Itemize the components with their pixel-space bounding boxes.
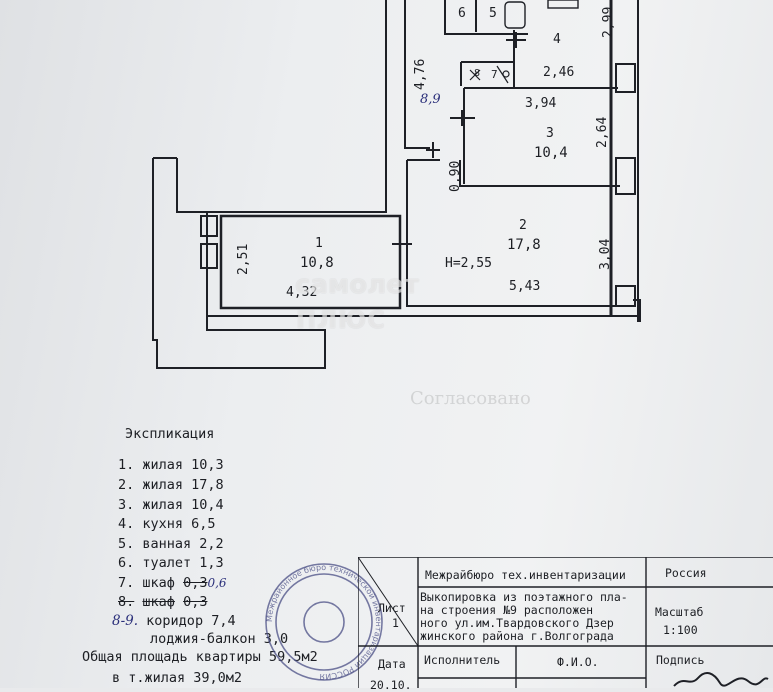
scale-label: Масштаб	[655, 605, 704, 619]
executor-label: Исполнитель	[424, 653, 501, 667]
room-4-label: 4	[553, 32, 561, 47]
ghost-heading: Согласовано	[410, 388, 531, 409]
date-label: Дата	[378, 657, 406, 671]
signature-label: Подпись	[656, 653, 705, 667]
dim-2-99: 2,99	[601, 6, 616, 38]
watermark-line1: самолет	[295, 270, 419, 300]
sheet-label: Лист	[378, 601, 406, 615]
dim-2-64: 2,64	[595, 116, 610, 148]
fio-label: Ф.И.О.	[557, 655, 599, 669]
dim-4-76: 4,76	[413, 58, 428, 90]
room-1-area: 10,8	[300, 255, 334, 271]
living-area: в т.жилая 39,0м2	[112, 670, 243, 686]
dim-5-43: 5,43	[509, 279, 541, 294]
dim-2-51: 2,51	[236, 243, 251, 275]
dim-2-46: 2,46	[543, 65, 575, 80]
room-1-label: 1	[315, 236, 323, 251]
explication-item: 7. шкаф 0,30,6	[118, 575, 227, 591]
room-2-area: 17,8	[507, 237, 541, 253]
country-label: Россия	[665, 566, 707, 580]
title-block-grid	[358, 557, 773, 688]
explication-item: 4. кухня 6,5	[118, 516, 216, 532]
closet-6-label: 6	[458, 6, 466, 21]
explication-item: 2. жилая 17,8	[118, 477, 224, 493]
room-2-label: 2	[519, 218, 527, 233]
explication-item: 6. туалет 1,3	[118, 555, 224, 571]
explication-item: 1. жилая 10,3	[118, 457, 224, 473]
handwritten-signature	[673, 671, 769, 687]
dim-3-04: 3,04	[598, 238, 613, 270]
handwritten-8-9: 8,9	[420, 92, 441, 107]
ceiling-height: Н=2,55	[445, 256, 492, 271]
org-name: Межрайбюро тех.инвентаризации	[425, 568, 626, 582]
dim-4-32: 4,32	[286, 285, 318, 300]
explication-title: Экспликация	[125, 426, 215, 442]
room-3-area: 10,4	[534, 145, 568, 161]
dim-3-94: 3,94	[525, 96, 557, 111]
explication-item: 5. ванная 2,2	[118, 536, 224, 552]
description-line: ного ул.им.Твардовского Дзер	[420, 616, 614, 630]
sheet-number: 1	[392, 616, 399, 630]
room-3-label: 3	[546, 126, 554, 141]
title-block: Межрайбюро тех.инвентаризации Россия Лис…	[358, 557, 773, 692]
floor-plan	[152, 0, 641, 369]
explication-item: лоджия-балкон 3,0	[150, 631, 289, 647]
description-line: жинского района г.Волгограда	[420, 629, 614, 643]
explication-item: 8-9. коридор 7,4	[112, 613, 236, 629]
explication-item: 3. жилая 10,4	[118, 497, 224, 513]
round-seal: Межрайонное бюро технической инвентариза…	[265, 563, 383, 681]
total-area: Общая площадь квартиры 59,5м2	[82, 649, 318, 665]
scale-value: 1:100	[663, 623, 698, 637]
closet-5-label: 5	[489, 6, 497, 21]
closet-8-label: 8	[474, 68, 481, 79]
watermark-line2: ПЛЮС	[296, 306, 386, 334]
date-value: 20.10.	[370, 678, 412, 692]
closet-7-label: 7	[491, 68, 498, 81]
description-line: Выкопировка из поэтажного пла-	[420, 590, 628, 604]
explication-item: 8. шкаф 0,3	[118, 594, 208, 610]
dim-0-90: 0,90	[448, 160, 463, 192]
description-line: на строения №9 расположен	[420, 603, 594, 617]
